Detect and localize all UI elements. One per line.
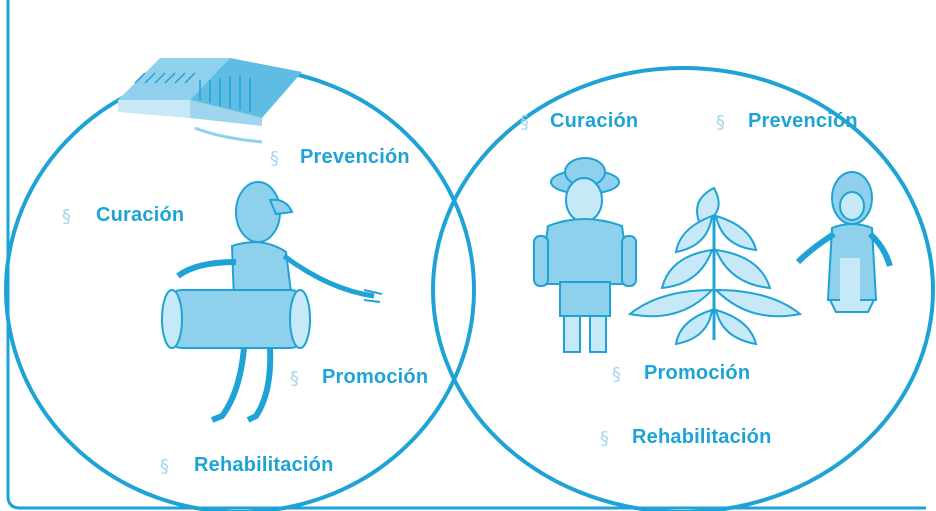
right-label-promocion: Promoción <box>644 362 751 384</box>
indigenous-man-icon <box>533 157 637 353</box>
left-label-prevencion: Prevención <box>300 146 410 168</box>
health-worker-with-bag-icon <box>161 181 383 423</box>
frame-border <box>6 0 926 510</box>
bullet-icon: § <box>62 206 71 227</box>
right-label-rehabilitacion: Rehabilitación <box>632 426 772 448</box>
indigenous-woman-icon <box>795 171 893 313</box>
bullet-icon: § <box>520 112 529 133</box>
right-label-prevencion: Prevención <box>748 110 858 132</box>
left-label-rehabilitacion: Rehabilitación <box>194 454 334 476</box>
right-circle <box>431 66 935 511</box>
bullet-icon: § <box>290 368 299 389</box>
left-label-promocion: Promoción <box>322 366 429 388</box>
medicinal-plant-icon <box>627 186 803 346</box>
left-label-curacion: Curación <box>96 204 185 226</box>
bullet-icon: § <box>270 148 279 169</box>
bullet-icon: § <box>716 112 725 133</box>
hospital-building-icon <box>118 58 302 144</box>
bullet-icon: § <box>600 428 609 449</box>
bullet-icon: § <box>160 456 169 477</box>
bullet-icon: § <box>612 364 621 385</box>
right-label-curacion: Curación <box>550 110 639 132</box>
